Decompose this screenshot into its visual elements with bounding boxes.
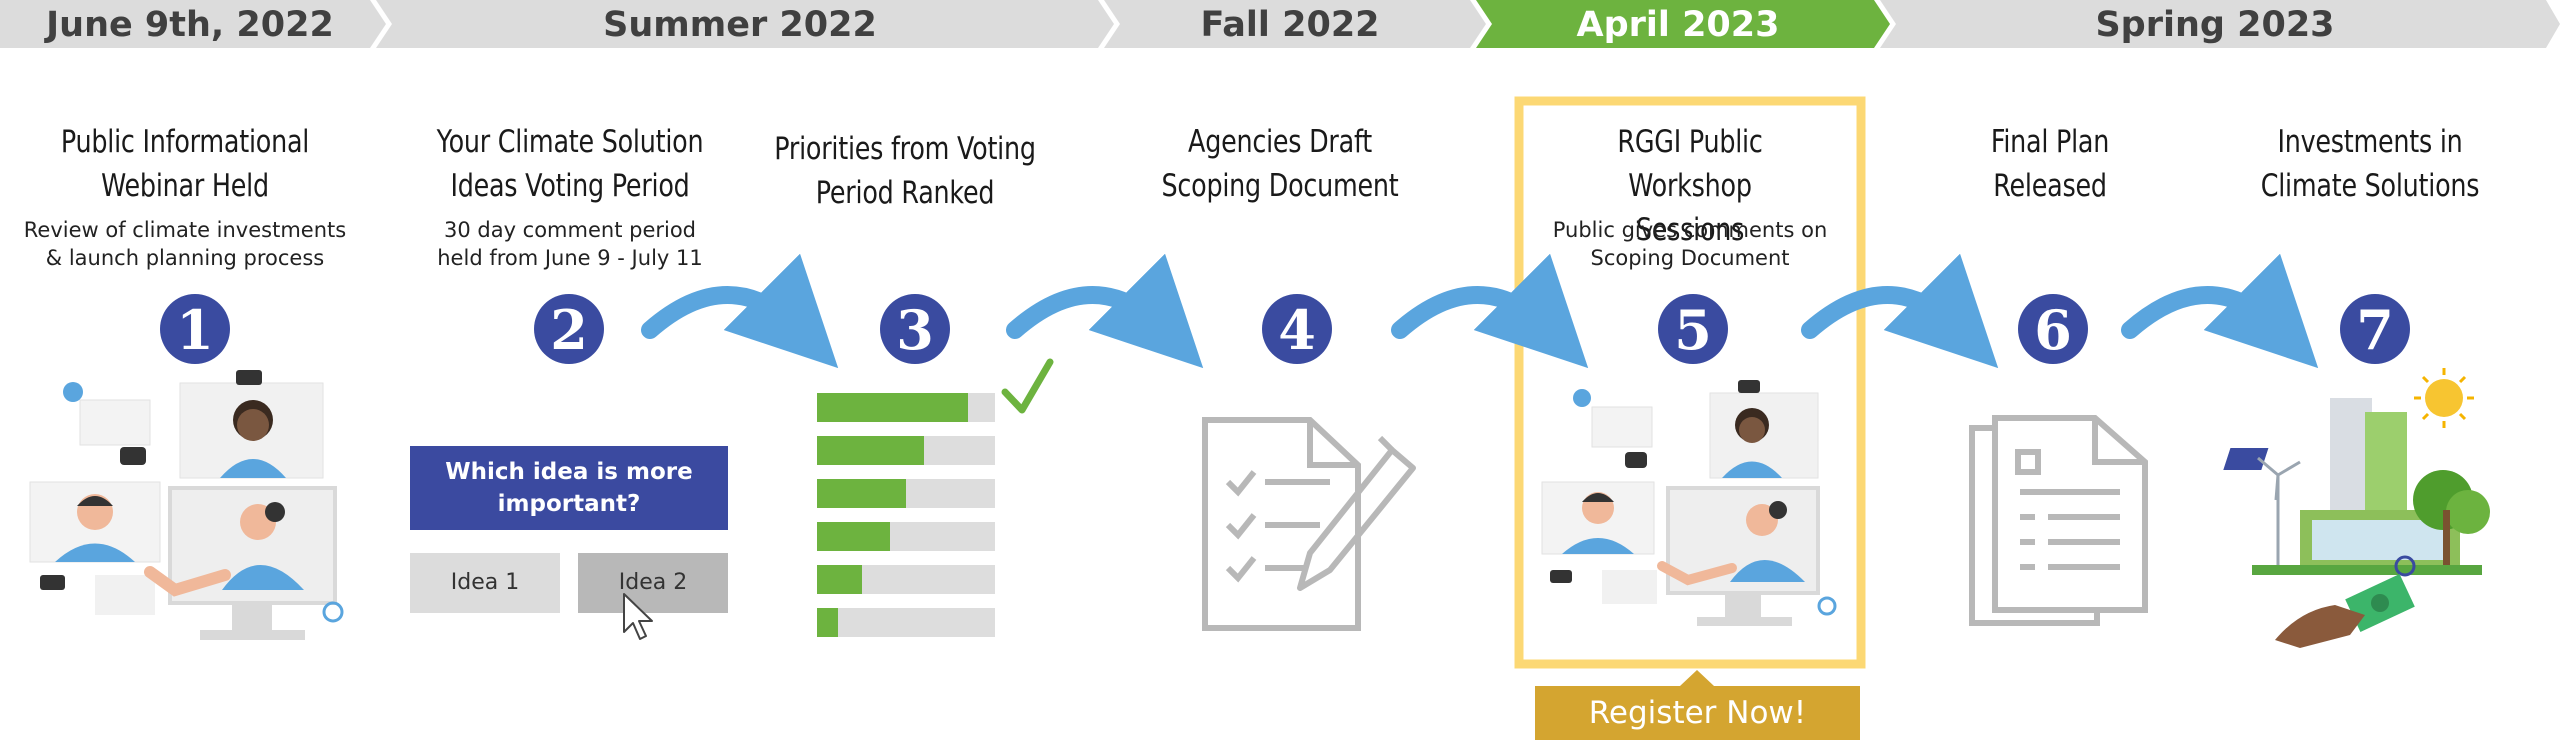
ranking-bar-fill <box>817 393 968 422</box>
pen-icon <box>1297 435 1416 591</box>
final-plan-document-icon <box>1969 415 2148 626</box>
phase-label-spring-2023: Spring 2023 <box>2095 5 2335 45</box>
sun-icon <box>2414 368 2474 428</box>
phase-segment-5 <box>1880 0 2560 48</box>
idea-2-button[interactable]: Idea 2 <box>578 553 728 613</box>
arrow-2-to-3 <box>641 253 839 369</box>
phase-label-june-2022: June 9th, 2022 <box>46 5 334 45</box>
register-now-button[interactable]: Register Now! <box>1535 686 1860 740</box>
ranking-bar-fill <box>817 436 924 465</box>
step-4-number: 4 <box>1262 294 1332 364</box>
phase-label-fall-2022: Fall 2022 <box>1200 5 1380 45</box>
step-1-description: Review of climate investments& launch pl… <box>23 218 347 270</box>
phase-segment-2 <box>376 0 1114 48</box>
ranking-bar-fill <box>817 522 890 551</box>
step-5-highlight-border <box>1514 96 1866 669</box>
money-hand-icon <box>2275 574 2415 648</box>
step-2-number: 2 <box>534 294 604 364</box>
phase-segment-3 <box>1104 0 1486 48</box>
checklist-document-icon <box>1202 417 1361 631</box>
step-3-number: 3 <box>880 294 950 364</box>
ranking-bar-track <box>817 608 995 637</box>
voting-question: Which idea is more important? <box>410 446 728 530</box>
ranking-bar-fill <box>817 608 838 637</box>
arrow-6-to-7 <box>2121 253 2319 369</box>
phase-segment-1 <box>0 0 386 48</box>
climate-investment-illustration <box>2223 368 2490 648</box>
register-pointer <box>1680 670 1714 686</box>
step-1-number: 1 <box>160 294 230 364</box>
arrow-3-to-4 <box>1006 253 1204 369</box>
video-call-illustration-1 <box>29 370 344 640</box>
step-5-number: 5 <box>1658 294 1728 364</box>
step-7-number: 7 <box>2340 294 2410 364</box>
arrow-4-to-5 <box>1391 253 1589 369</box>
wind-turbine-icon <box>2257 456 2301 568</box>
video-call-illustration-5 <box>1541 380 1837 626</box>
ranking-bars <box>817 393 995 637</box>
checkmark-icon <box>1001 358 1054 414</box>
phase-segment-4-active <box>1476 0 1890 48</box>
arrow-5-to-6 <box>1801 253 1999 369</box>
phase-bar <box>0 0 2560 48</box>
flow-arrows <box>641 253 2319 369</box>
phase-label-summer-2022: Summer 2022 <box>603 5 877 45</box>
cursor-icon <box>623 593 653 640</box>
ranking-bar-fill <box>817 479 906 508</box>
ranking-bar-fill <box>817 565 862 594</box>
phase-label-april-2023: April 2023 <box>1576 5 1780 45</box>
step-6-number: 6 <box>2018 294 2088 364</box>
idea-1-button[interactable]: Idea 1 <box>410 553 560 613</box>
